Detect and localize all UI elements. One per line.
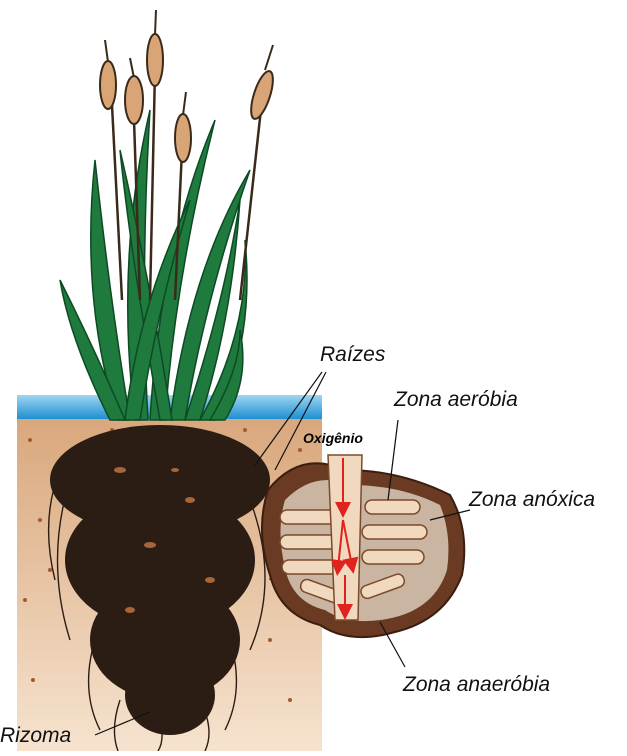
cattail-heads bbox=[100, 34, 277, 162]
label-aerobic-zone: Zona aeróbia bbox=[394, 388, 518, 412]
root-cross-section bbox=[262, 455, 464, 637]
label-anoxic-zone: Zona anóxica bbox=[469, 488, 595, 512]
leaves bbox=[60, 110, 250, 420]
label-rhizome: Rizoma bbox=[0, 724, 71, 748]
label-roots: Raízes bbox=[320, 343, 385, 367]
label-anaerobic-zone: Zona anaeróbia bbox=[403, 673, 550, 697]
anoxic-zone-ring bbox=[281, 480, 449, 621]
label-oxygen: Oxigênio bbox=[303, 430, 363, 446]
